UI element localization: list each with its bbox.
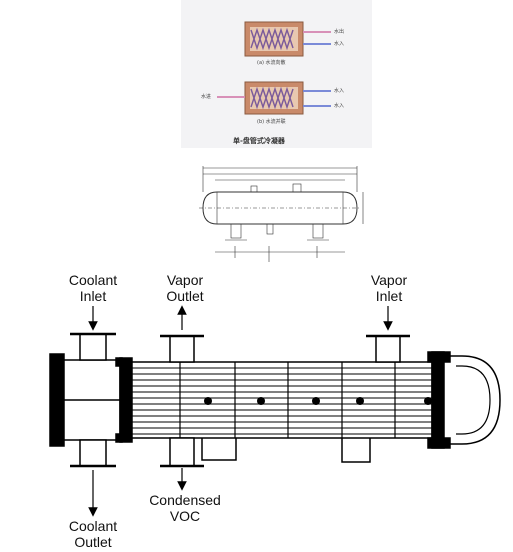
coolant-inlet-label: Coolant Inlet	[60, 272, 126, 304]
tie-rods	[204, 397, 432, 405]
coolant-outlet-label: Coolant Outlet	[60, 518, 126, 550]
coolant-outlet-label-line1: Coolant	[68, 518, 118, 534]
rear-tubesheet	[431, 351, 445, 449]
condensed-voc-label: Condensed VOC	[140, 492, 230, 524]
saddle-right	[341, 438, 371, 463]
coil-a-label-1: 水出	[334, 29, 345, 35]
coil-b-inlet-label: 水进	[201, 94, 212, 100]
vapor-outlet-label: Vapor Outlet	[152, 272, 218, 304]
coil-figure-svg	[217, 21, 331, 115]
tube-bundle	[132, 367, 432, 435]
vapor-inlet-nozzle	[375, 335, 401, 363]
coolant-outlet-label-line2: Outlet	[74, 534, 112, 550]
shell	[131, 361, 433, 439]
condensed-voc-label-line1: Condensed	[149, 492, 221, 508]
coolant-inlet-label-line2: Inlet	[79, 288, 107, 304]
vessel-drawing-svg	[199, 166, 364, 262]
front-head-flange	[49, 353, 65, 447]
vapor-inlet-label: Vapor Inlet	[356, 272, 422, 304]
coil-condenser-figure: 水出 水入 (a) 水流向散 水进 水入 水入 (b) 水流并联 单-盘管式冷凝…	[181, 0, 372, 148]
baffles	[179, 362, 396, 438]
coolant-inlet-label-line1: Coolant	[68, 272, 118, 288]
vapor-inlet-label-line2: Inlet	[375, 288, 403, 304]
rear-head	[450, 355, 501, 445]
coil-b-label-1: 水入	[334, 88, 345, 94]
vessel-drawing	[195, 162, 365, 266]
coolant-inlet-nozzle	[79, 333, 107, 361]
coil-a-label-2: 水入	[334, 41, 345, 47]
coil-b-caption: (b) 水流并联	[257, 119, 286, 125]
condensate-nozzle	[169, 437, 195, 467]
coil-figure-title: 单-盘管式冷凝器	[233, 137, 285, 145]
coil-b-label-2: 水入	[334, 103, 345, 109]
front-tubesheet	[119, 357, 133, 443]
coolant-outlet-nozzle	[79, 439, 107, 467]
coil-winding-b	[250, 86, 294, 110]
vapor-outlet-label-line2: Outlet	[166, 288, 204, 304]
vapor-outlet-nozzle	[169, 335, 195, 363]
coil-winding-a	[250, 27, 294, 51]
saddle-left	[201, 438, 237, 461]
coil-a-caption: (a) 水流向散	[257, 60, 286, 66]
condensed-voc-label-line2: VOC	[169, 508, 201, 524]
vapor-inlet-label-line1: Vapor	[370, 272, 408, 288]
vapor-outlet-label-line1: Vapor	[166, 272, 204, 288]
